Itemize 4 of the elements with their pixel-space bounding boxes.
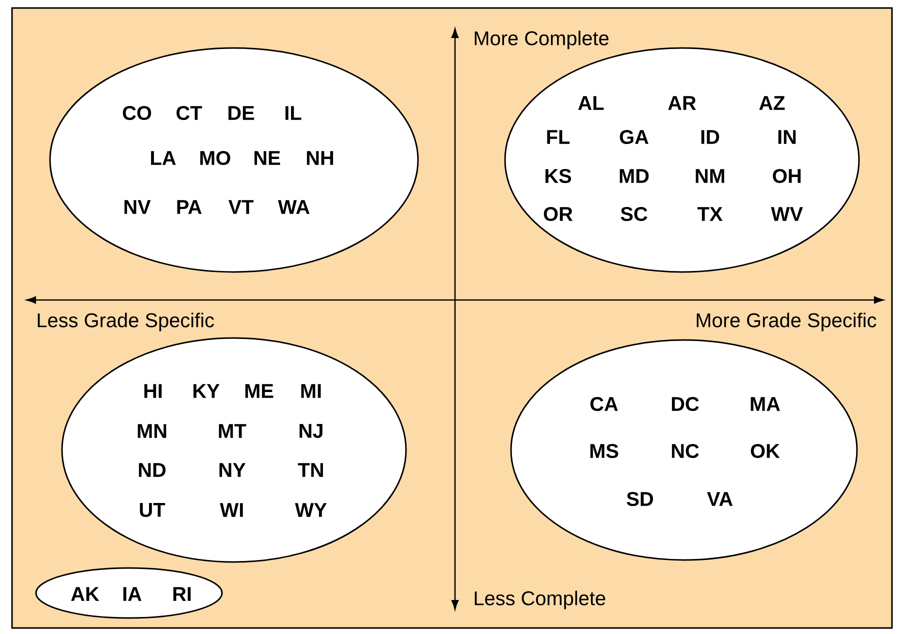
- axis-label: More Complete: [474, 30, 608, 50]
- axis-label: Less Grade Specific: [38, 312, 214, 332]
- axis-label: Less Complete: [474, 590, 606, 610]
- axis-label: More Grade Specific: [696, 312, 876, 332]
